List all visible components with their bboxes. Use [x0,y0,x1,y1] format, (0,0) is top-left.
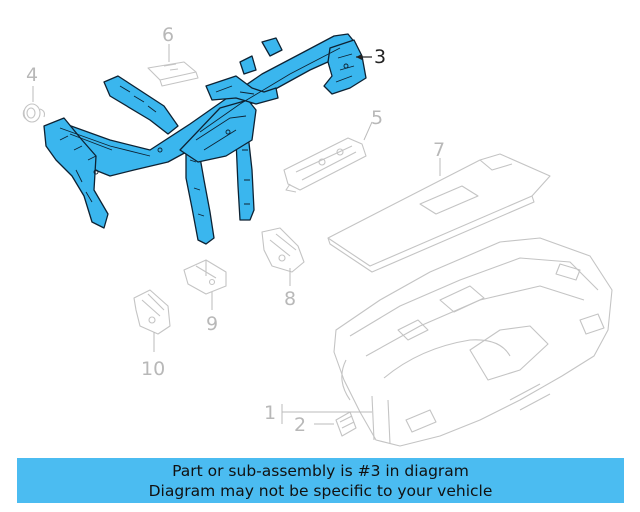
callout-8: 8 [284,288,296,310]
part-9-bracket [183,259,227,310]
banner-line-disclaimer: Diagram may not be specific to your vehi… [148,481,493,500]
part-10-bracket [133,289,171,352]
part-7-panel [327,153,551,273]
callout-4: 4 [26,64,38,86]
part-2-vent [314,411,357,437]
callout-2: 2 [294,414,306,436]
callout-3: 3 [374,46,386,68]
part-5-bracket [283,121,373,193]
part-1-instrument-panel [281,237,613,447]
callout-9: 9 [206,313,218,335]
part-8-bracket [261,227,305,286]
callout-7: 7 [433,139,445,161]
callout-6: 6 [162,24,174,46]
callout-10: 10 [141,358,165,380]
banner-line-part: Part or sub-assembly is #3 in diagram [172,461,469,480]
callout-1: 1 [264,402,276,424]
part-4-grommet [22,86,46,123]
info-banner: Part or sub-assembly is #3 in diagram Di… [17,458,624,503]
callout-5: 5 [371,107,383,129]
part-6-bracket [147,44,199,87]
part-3-cross-car-beam [43,33,372,245]
